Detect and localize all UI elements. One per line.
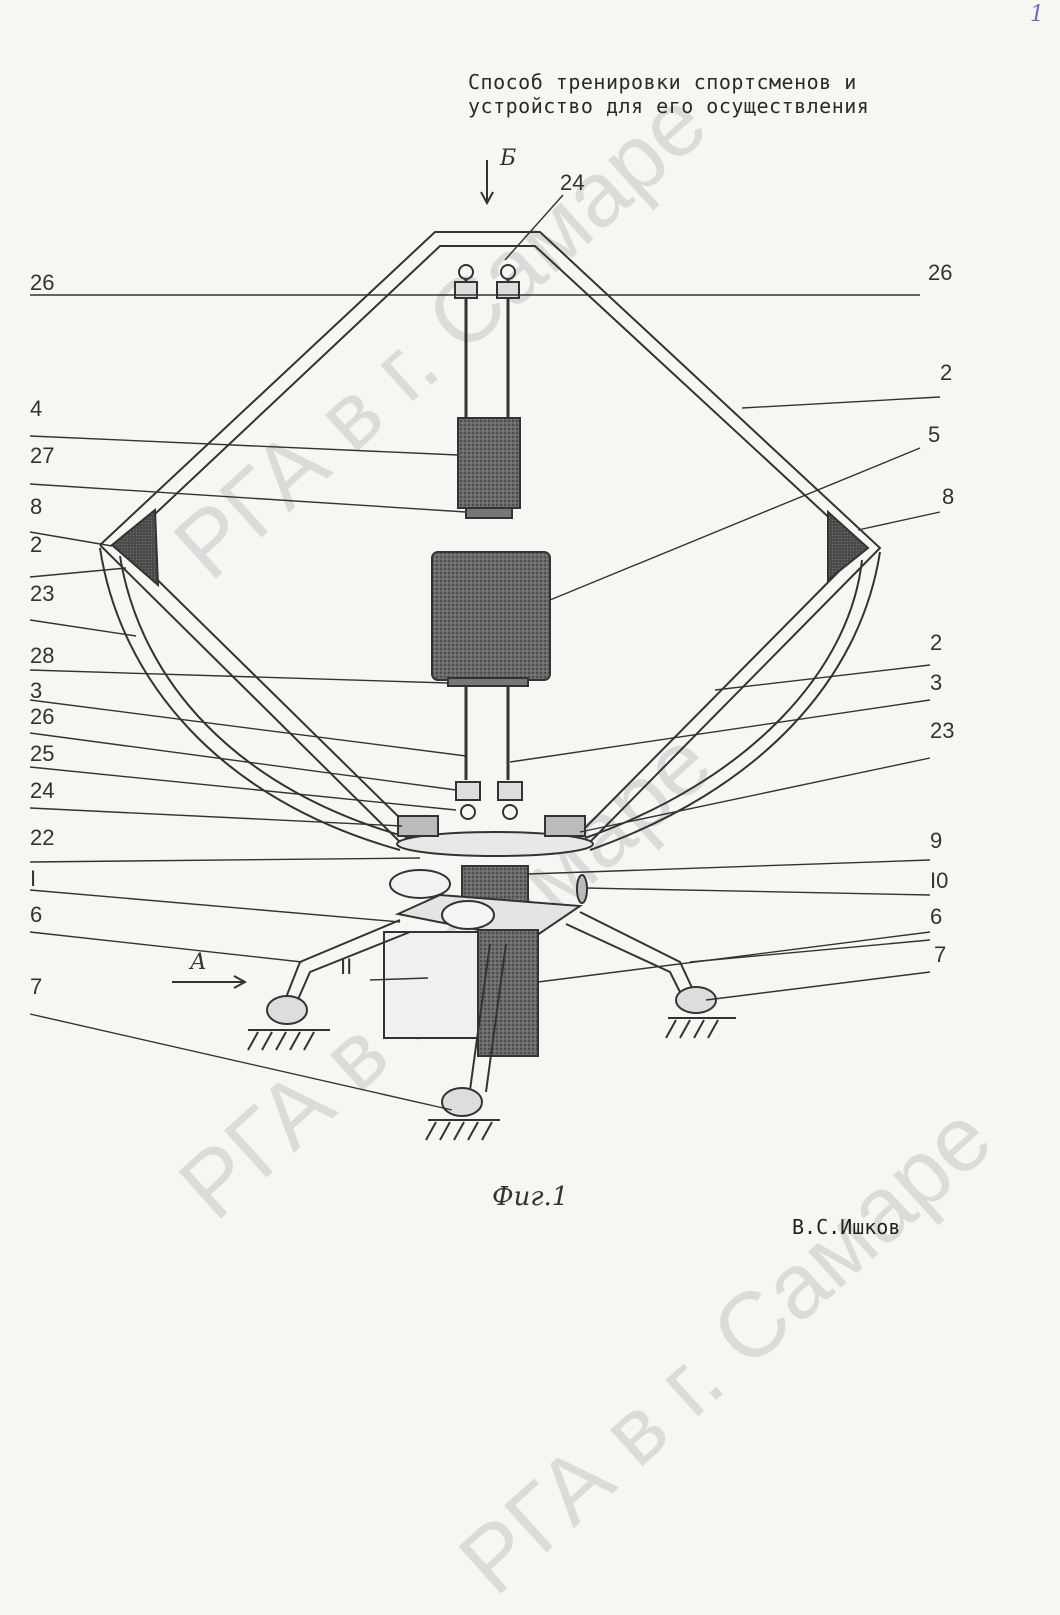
- callout-label: 6: [30, 902, 43, 927]
- callout-label: I: [30, 866, 37, 891]
- callout-label: II: [340, 954, 353, 979]
- callout-label: 28: [30, 643, 55, 668]
- callout-label: 3: [30, 678, 43, 703]
- callout-label: 8: [942, 484, 955, 509]
- callout-label: 3: [930, 670, 943, 695]
- callout-label: 26: [30, 270, 55, 295]
- callout-label: 2: [940, 360, 953, 385]
- callout-label: 23: [930, 718, 955, 743]
- callout-label: 6: [930, 904, 943, 929]
- document-title: Способ тренировки спортсменов и устройст…: [468, 70, 988, 118]
- callout-label: 9: [930, 828, 943, 853]
- callout-label: 27: [30, 443, 55, 468]
- title-line-2: устройство для его осуществления: [468, 94, 870, 118]
- callout-label: I0: [930, 868, 949, 893]
- callout-label: 2: [930, 630, 943, 655]
- callout-label: 24: [30, 778, 55, 803]
- callout-label: 4: [30, 396, 43, 421]
- callout-label: 7: [30, 974, 43, 999]
- author-name: В.С.Ишков: [792, 1215, 901, 1239]
- callout-label: 7: [934, 942, 947, 967]
- title-line-1: Способ тренировки спортсменов и: [468, 70, 857, 94]
- archive-corner-mark: 1: [1030, 2, 1044, 27]
- patent-drawing-sheet: РГА в г. Самаре РГА в г. Самаре РГА в г.…: [29, 2, 1044, 1614]
- callout-label: 25: [30, 741, 55, 766]
- callout-label: 22: [30, 825, 55, 850]
- callout-label: 2: [30, 532, 43, 557]
- callout-label: 24: [560, 170, 585, 195]
- callout-label: 5: [928, 422, 941, 447]
- view-arrow-b-label: Б: [500, 146, 517, 171]
- callout-label: 26: [928, 260, 953, 285]
- callout-label: 8: [30, 494, 43, 519]
- view-arrow-a-label: А: [190, 950, 207, 975]
- device-drawing: [29, 160, 941, 1141]
- callout-label: 26: [30, 704, 55, 729]
- figure-caption: Фиг.1: [492, 1182, 569, 1212]
- callout-label: 23: [30, 581, 55, 606]
